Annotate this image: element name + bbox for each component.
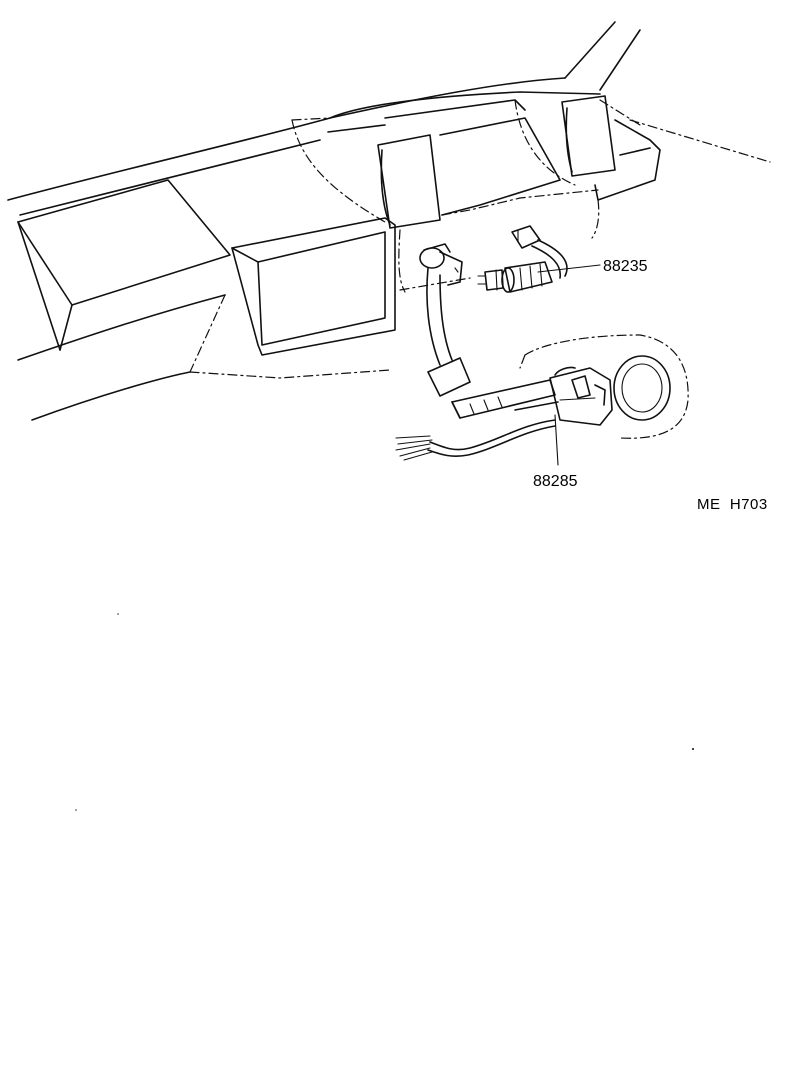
- combination-switch-88285: [395, 334, 689, 461]
- part-number-88235: 88235: [603, 258, 648, 275]
- dashboard-outline: [7, 21, 771, 421]
- figure-code: ME H703: [697, 496, 768, 513]
- callout-88285: 88285: [533, 414, 578, 490]
- speck: [75, 809, 77, 811]
- stop-lamp-switch-88235: [477, 225, 568, 293]
- speck: [691, 747, 695, 751]
- leader-line-88285: [554, 414, 559, 466]
- brake-pedal: [419, 243, 471, 397]
- speck: [117, 613, 119, 615]
- leader-line-88235: [537, 264, 601, 273]
- part-number-88285: 88285: [533, 473, 578, 490]
- callout-88235: 88235: [537, 258, 648, 275]
